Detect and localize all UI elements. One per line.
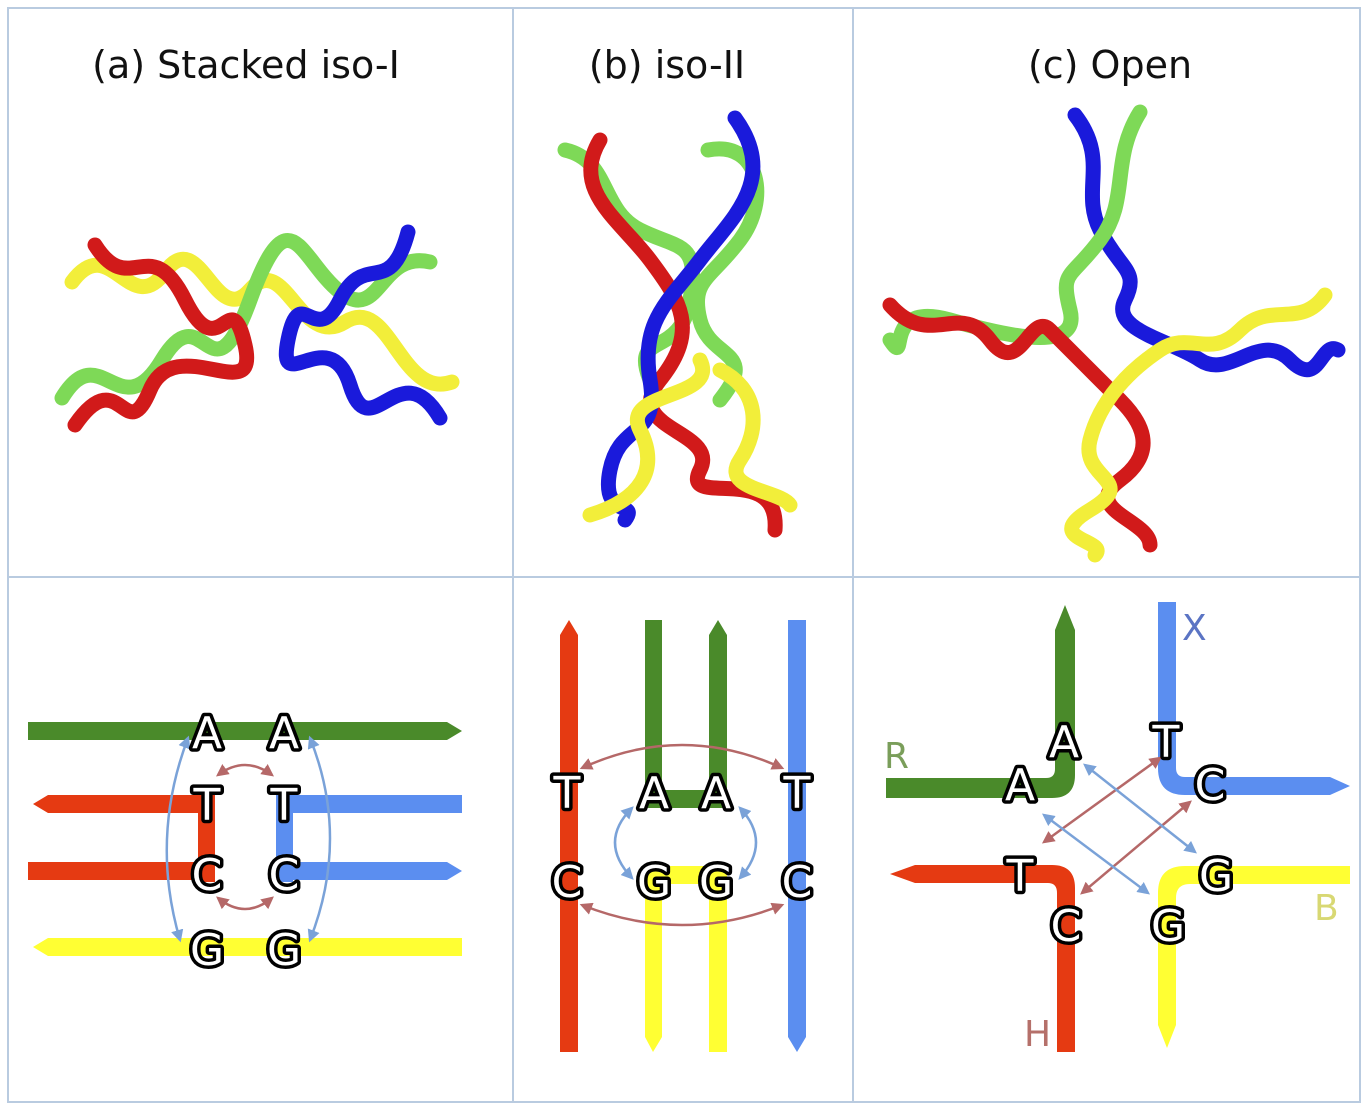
red-arrow-b-top — [579, 743, 785, 770]
panel-title-c: (c) Open — [1028, 43, 1192, 87]
diagram-c-arrows — [1041, 756, 1197, 895]
blue-arrow-a-left — [165, 735, 191, 943]
base-label: A — [269, 708, 299, 759]
blue-arrow-a-right — [307, 735, 332, 943]
base-label: G — [1151, 901, 1185, 952]
strand-label-r: R — [884, 736, 909, 777]
green-strand-b — [645, 620, 727, 808]
blue-arrow-c-1 — [1083, 763, 1197, 854]
strand-label-h: H — [1024, 1014, 1051, 1055]
base-label: C — [1051, 901, 1082, 952]
panel-title-a: (a) Stacked iso-I — [92, 43, 400, 87]
diagram-a-arrows — [165, 735, 332, 943]
base-label: C — [192, 850, 223, 901]
diagram-a-strands — [28, 722, 462, 956]
panel-grid — [7, 7, 1361, 1103]
base-label: A — [192, 708, 222, 759]
base-label: A — [639, 768, 669, 819]
open-helix-model — [882, 104, 1346, 563]
base-label: G — [267, 925, 301, 976]
blue-strand-b — [788, 620, 806, 1052]
base-label: C — [269, 850, 300, 901]
iso-ii-helix-model — [557, 110, 798, 538]
stacked-iso-i-helix-model — [54, 224, 460, 433]
red-arrow-a-top — [215, 763, 275, 777]
base-label: T — [1006, 851, 1034, 902]
base-label: T — [1152, 717, 1180, 768]
red-strand-a-upper — [33, 795, 215, 882]
red-strand-b — [560, 620, 578, 1052]
base-label: T — [553, 768, 581, 819]
diagram-c-bases: A A T C T C G G — [1001, 714, 1236, 956]
yellow-strand-b — [645, 866, 727, 1052]
diagram-b-bases: T A A T C G G C — [548, 765, 816, 912]
diagram-c-strand-labels: R X B H — [884, 608, 1339, 1055]
red-arrow-a-bottom — [216, 896, 274, 911]
diagram-c-strands — [886, 602, 1350, 1052]
diagram-b-strands — [560, 620, 806, 1052]
red-arrow-b-bottom — [579, 902, 785, 927]
blue-strand-a-lower — [276, 862, 462, 880]
green-strand-c — [886, 605, 1075, 798]
base-label: G — [699, 857, 733, 908]
base-label: T — [193, 780, 221, 831]
green-strand-a — [28, 722, 462, 740]
base-label: T — [783, 768, 811, 819]
diagram-a-bases: A A T T C C G G — [186, 705, 304, 980]
base-label: G — [1199, 851, 1233, 902]
panel-title-b: (b) iso-II — [589, 43, 745, 87]
base-label: A — [1005, 760, 1035, 811]
base-label: A — [701, 768, 731, 819]
diagram-b-arrows — [579, 743, 785, 927]
base-label: T — [270, 780, 298, 831]
blue-arrow-b-right — [738, 806, 758, 880]
base-label: G — [190, 925, 224, 976]
blue-arrow-c-2 — [1042, 813, 1150, 895]
red-strand-a-lower — [28, 862, 215, 880]
base-label: C — [782, 857, 813, 908]
base-label: A — [1049, 717, 1079, 768]
yellow-strand-a — [33, 938, 462, 956]
strand-label-b: B — [1314, 888, 1339, 929]
blue-arrow-b-left — [613, 806, 634, 880]
blue-strand-a-upper — [276, 795, 462, 882]
strand-label-x: X — [1182, 608, 1207, 649]
base-label: C — [1195, 760, 1226, 811]
base-label: C — [552, 857, 583, 908]
base-label: G — [637, 857, 671, 908]
